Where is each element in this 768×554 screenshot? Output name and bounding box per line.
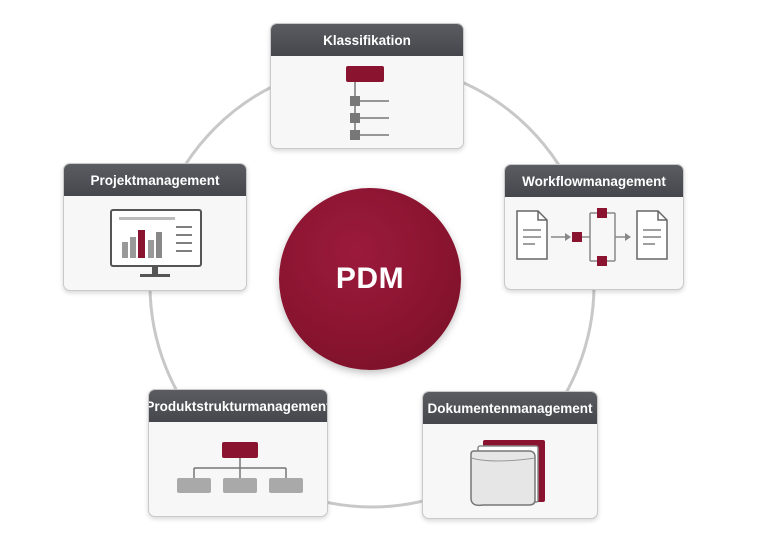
card-produkt: Produktstrukturmanagement: [148, 389, 328, 517]
document-folder-icon: [470, 440, 545, 507]
card-header-produkt: Produktstrukturmanagement: [149, 390, 327, 422]
workflow-icon: [516, 208, 668, 266]
pdm-hub: PDM: [279, 188, 461, 370]
hub-label: PDM: [335, 262, 405, 295]
monitor-chart-icon: [110, 209, 202, 277]
card-workflow: Workflowmanagement: [504, 164, 684, 290]
card-header-dokumente: Dokumentenmanagement: [423, 392, 597, 424]
card-dokumente: Dokumentenmanagement: [422, 391, 598, 519]
card-klassifikation: Klassifikation: [270, 23, 464, 149]
card-header-klassifikation: Klassifikation: [271, 24, 463, 56]
product-structure-icon: [177, 442, 303, 493]
card-header-workflow: Workflowmanagement: [505, 165, 683, 197]
card-header-projekt: Projektmanagement: [64, 164, 246, 196]
classification-tree-icon: [346, 66, 389, 140]
card-projekt: Projektmanagement: [63, 163, 247, 291]
